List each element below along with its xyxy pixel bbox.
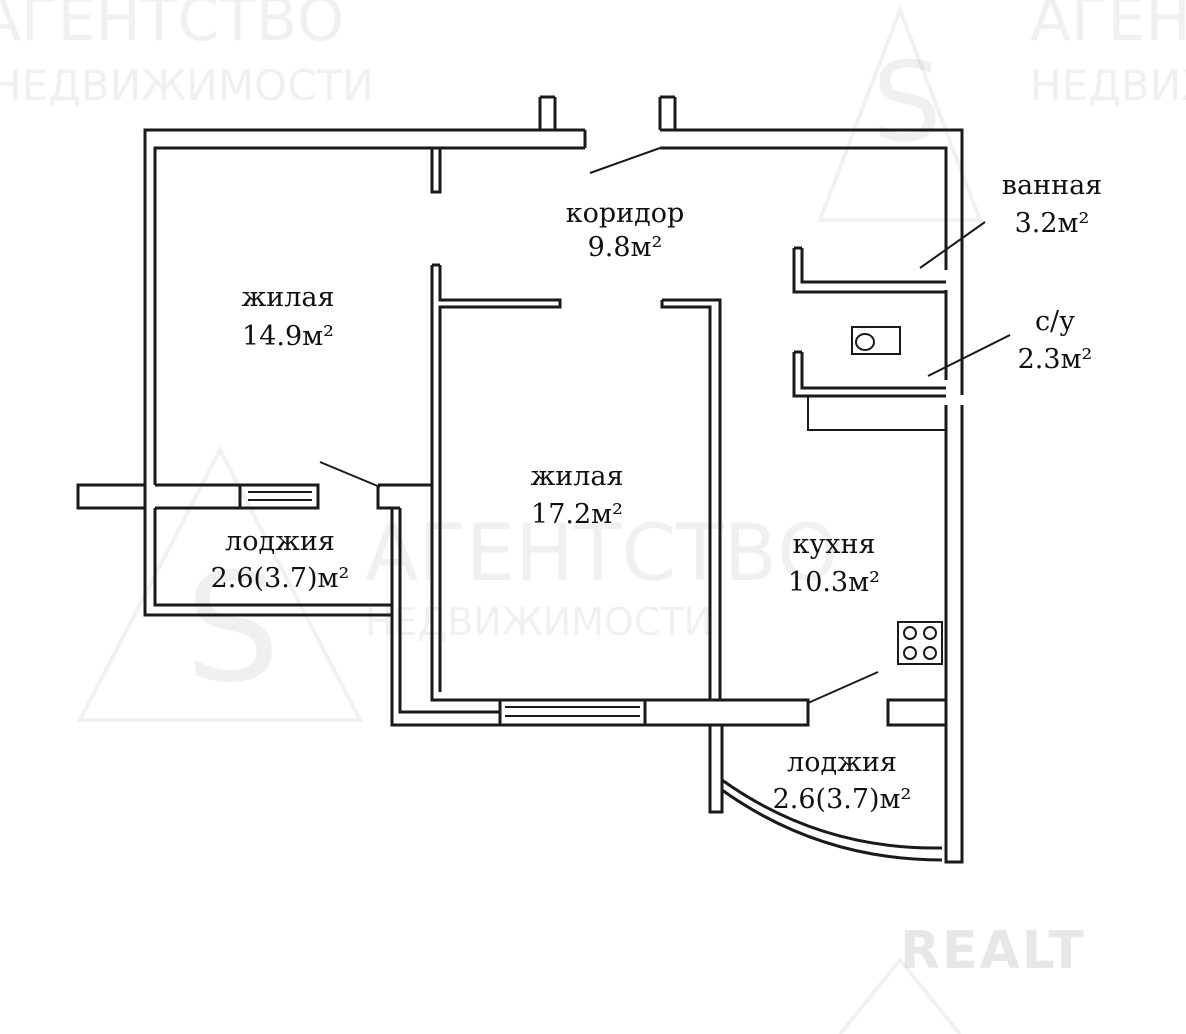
watermark-monogram-top: S <box>872 38 942 166</box>
stove-burner-icon <box>923 626 937 640</box>
wall-loggia-right-left <box>708 725 724 814</box>
toilet-bowl-icon <box>855 333 875 351</box>
wall-entrance-post-left <box>538 95 557 130</box>
wall-toilet-kitchen <box>792 350 946 398</box>
window-loggia-left-glass <box>248 491 312 501</box>
watermark-bottom <box>838 956 962 1034</box>
watermark-triangle-top <box>817 4 983 222</box>
room-loggia2: лоджия 2.6(3.7)м² <box>773 747 912 815</box>
wall-living-divider <box>430 265 562 485</box>
watermark-monogram-center: S <box>185 542 280 716</box>
interior-walls <box>430 148 946 700</box>
stove-burner-icon <box>923 646 937 660</box>
room-name: жилая <box>241 282 334 313</box>
room-area: 9.8м² <box>588 232 663 263</box>
window-living2-glass <box>505 706 640 717</box>
room-name: жилая <box>530 461 623 492</box>
realt-logo: REALT <box>900 921 1086 981</box>
loggia-left <box>76 483 500 727</box>
watermark-top-left: АГЕНТСТВО НЕДВИЖИМОСТИ <box>0 0 374 110</box>
loggia-right <box>708 725 943 862</box>
watermark-center: S АГЕНТСТВО НЕДВИЖИМОСТИ <box>76 445 839 722</box>
room-name: лоджия <box>787 747 897 778</box>
stove-burner-icon <box>903 646 917 660</box>
room-area: 2.3м² <box>1018 344 1093 375</box>
window-living2 <box>498 698 647 727</box>
wall-kitchen-corner <box>886 698 948 727</box>
room-corridor: коридор 9.8м² <box>566 198 685 263</box>
door-toilet-leader <box>927 334 1011 377</box>
wall-top-left-inner <box>153 146 585 485</box>
wall-right-loggia <box>944 700 964 864</box>
watermark-triangle-bottom <box>838 956 962 1034</box>
room-living1: жилая 14.9м² <box>241 282 334 352</box>
room-loggia1: лоджия 2.6(3.7)м² <box>211 526 350 594</box>
wall-loggia-left-top <box>155 483 240 510</box>
wall-stub-corridor-top <box>430 148 442 194</box>
wall-top-left-outer <box>143 128 585 485</box>
room-name: лоджия <box>225 526 335 557</box>
room-name: кухня <box>792 529 875 560</box>
window-loggia-left <box>238 483 320 510</box>
room-area: 17.2м² <box>531 499 623 530</box>
stove-fixture <box>897 621 943 665</box>
stove-burner-icon <box>903 626 917 640</box>
wall-top-right-outer <box>660 128 964 395</box>
outer-walls <box>143 95 964 864</box>
room-name: коридор <box>566 198 685 229</box>
wall-bath-toilet <box>792 246 946 294</box>
room-area: 10.3м² <box>788 567 880 598</box>
watermark-text-center-sub: НЕДВИЖИМОСТИ <box>365 600 712 644</box>
door-loggia-right <box>807 671 879 704</box>
watermark-text-top: АГЕНТСТВО <box>0 0 344 55</box>
toilet-icon <box>851 326 901 355</box>
room-toilet: с/у 2.3м² <box>1018 306 1093 375</box>
wall-loggia-left-right-inner <box>398 508 500 714</box>
room-area: 2.6(3.7)м² <box>773 784 912 815</box>
toilet-fixture <box>851 326 901 355</box>
room-area: 2.6(3.7)м² <box>211 563 350 594</box>
wall-right-kitchen <box>944 405 964 700</box>
wall-living2-kitchen-bottom <box>645 698 810 727</box>
wall-kitchen-divider <box>660 298 722 700</box>
door-bath-leader <box>919 221 986 269</box>
wall-loggia-left-stub <box>76 483 147 510</box>
room-name: с/у <box>1035 306 1075 337</box>
wall-top-right-inner <box>660 146 948 270</box>
stove-icon <box>897 621 943 665</box>
watermark-text-right-sub: НЕДВИЖИМОСТИ <box>1030 61 1186 110</box>
room-living2: жилая 17.2м² <box>530 461 623 530</box>
watermark-text-top-sub: НЕДВИЖИМОСТИ <box>0 61 374 110</box>
watermark-triangle-center <box>76 445 364 722</box>
wall-entrance-post-right <box>658 95 677 130</box>
living2-bottom <box>430 485 810 727</box>
kitchen-soffit <box>807 396 946 431</box>
wall-loggia-right-arc <box>721 778 943 862</box>
door-loggia-left <box>319 461 381 488</box>
room-area: 14.9м² <box>242 321 334 352</box>
watermark-text-center: АГЕНТСТВО <box>365 509 839 599</box>
room-kitchen: кухня 10.3м² <box>788 529 880 598</box>
room-area: 3.2м² <box>1015 208 1090 239</box>
watermark-text-right: АГЕНТСТВО <box>1030 0 1186 55</box>
wall-loggia-left-outer <box>143 508 392 617</box>
watermark-top-right: S АГЕНТСТВО НЕДВИЖИМОСТИ <box>817 0 1186 222</box>
room-bath: ванная 3.2м² <box>1002 170 1102 239</box>
room-name: ванная <box>1002 170 1102 201</box>
doors <box>319 147 1011 704</box>
door-entrance <box>589 147 661 174</box>
